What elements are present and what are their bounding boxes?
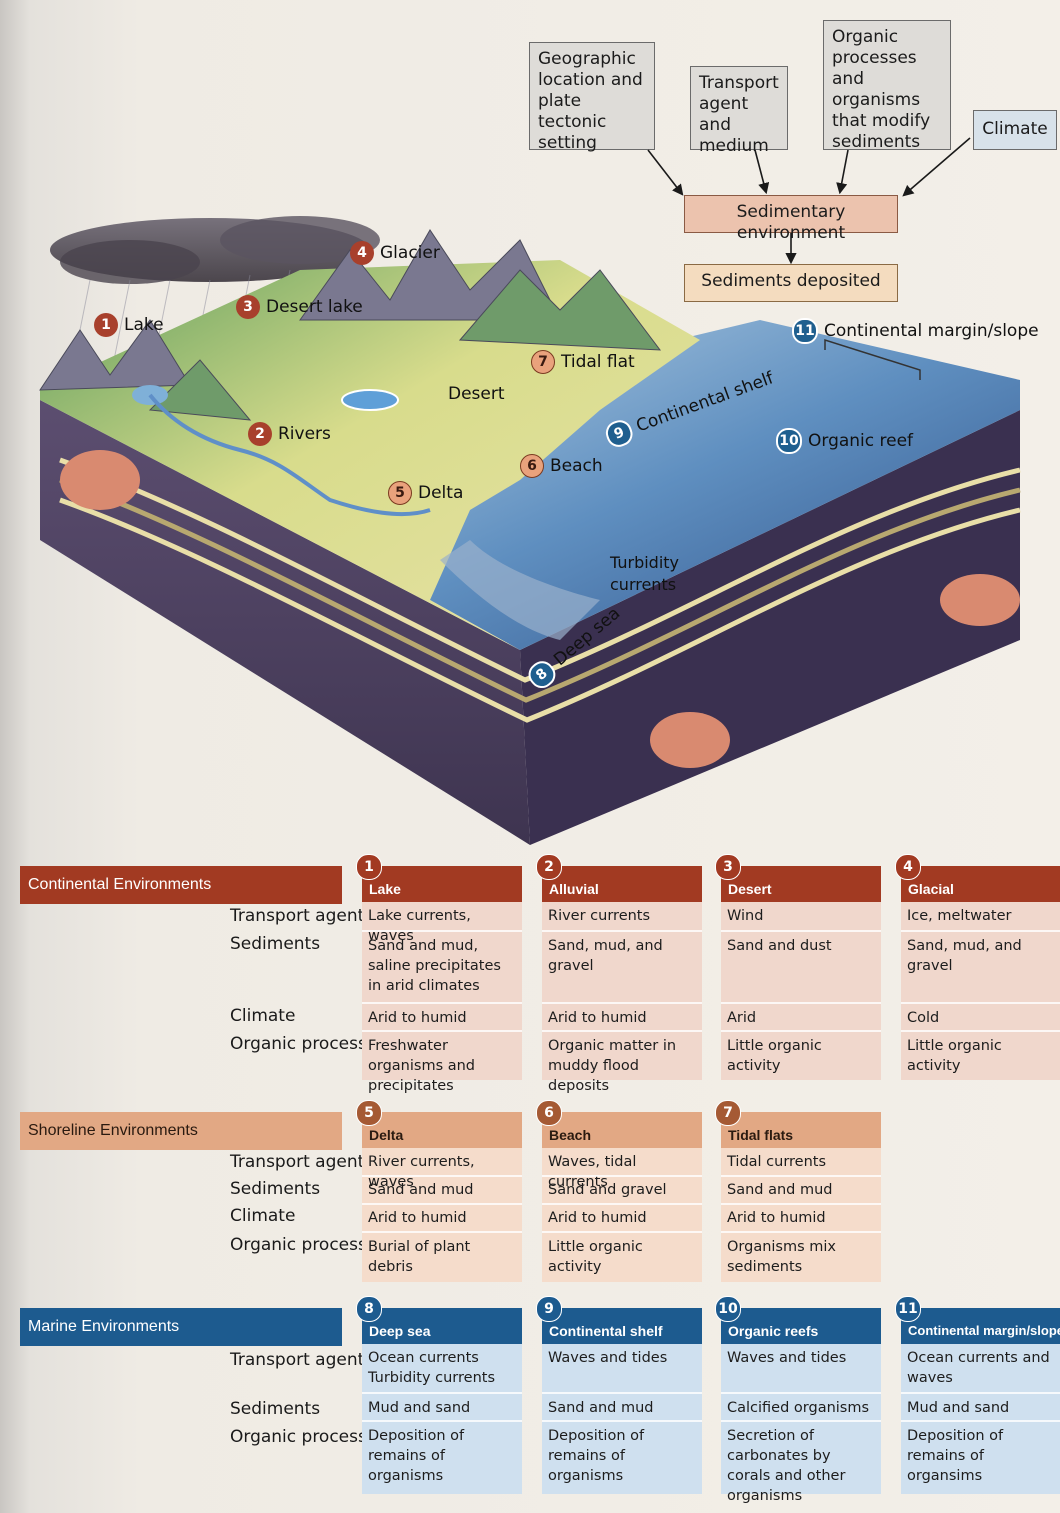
- continental-environments-table: Continental Environments Transport agent…: [0, 860, 1060, 1080]
- env-number-badge: 11: [895, 1296, 921, 1322]
- cell-climate: Arid to humid: [362, 1204, 522, 1232]
- column-organic-reefs: Organic reefs 10 Waves and tides Calcifi…: [721, 1308, 881, 1494]
- row-label: Transport agent: [230, 1152, 364, 1172]
- cell-sediments: Calcified organisms: [721, 1394, 881, 1422]
- label-delta: 5Delta: [388, 481, 463, 505]
- cell-transport: Ocean currents Turbidity currents: [362, 1344, 522, 1392]
- cell-sediments: Mud and sand: [362, 1394, 522, 1422]
- label-continental-margin: 11Continental margin/slope: [792, 318, 1039, 344]
- cell-climate: Cold: [901, 1004, 1060, 1032]
- label-lake: 1Lake: [94, 313, 164, 337]
- cell-sediments: Sand and mud: [542, 1394, 702, 1422]
- label-tidal-flat: 7Tidal flat: [531, 350, 635, 374]
- column-lake: Lake 1 Lake currents, waves Sand and mud…: [362, 866, 522, 1080]
- cell-sediments: Sand and mud, saline precipitates in ari…: [362, 932, 522, 1000]
- cell-organic: Little organic activity: [721, 1032, 881, 1080]
- env-number-badge: 9: [536, 1296, 562, 1322]
- cell-climate: Arid to humid: [542, 1204, 702, 1232]
- cell-transport: Tidal currents: [721, 1148, 881, 1176]
- cell-sediments: Sand and gravel: [542, 1176, 702, 1204]
- column-desert: Desert 3 Wind Sand and dust Arid Little …: [721, 866, 881, 1080]
- cell-transport: Waves and tides: [721, 1344, 881, 1372]
- cell-sediments: Sand, mud, and gravel: [901, 932, 1060, 980]
- column-header: Organic reefs: [721, 1308, 881, 1344]
- env-number-badge: 4: [895, 854, 921, 880]
- cell-transport: Ice, meltwater: [901, 902, 1060, 930]
- cell-climate: Arid to humid: [721, 1204, 881, 1232]
- shoreline-environments-table: Shoreline Environments Transport agent S…: [0, 1106, 1060, 1282]
- column-continental-shelf: Continental shelf 9 Waves and tides Sand…: [542, 1308, 702, 1494]
- column-glacial: Glacial 4 Ice, meltwater Sand, mud, and …: [901, 866, 1060, 1080]
- label-beach: 6Beach: [520, 454, 603, 478]
- column-header: Tidal flats: [721, 1112, 881, 1148]
- cell-sediments: Sand, mud, and gravel: [542, 932, 702, 980]
- cell-organic: Little organic activity: [542, 1233, 702, 1281]
- desert-lake: [342, 390, 398, 410]
- cell-sediments: Mud and sand: [901, 1394, 1060, 1422]
- row-label: Climate: [230, 1206, 295, 1226]
- cell-sediments: Sand and dust: [721, 932, 881, 960]
- column-tidal-flats: Tidal flats 7 Tidal currents Sand and mu…: [721, 1112, 881, 1282]
- cell-sediments: Sand and mud: [721, 1176, 881, 1204]
- column-delta: Delta 5 River currents, waves Sand and m…: [362, 1112, 522, 1282]
- cell-organic: Secretion of carbonates by corals and ot…: [721, 1422, 881, 1510]
- column-header: Desert: [721, 866, 881, 902]
- label-desert: Desert: [448, 384, 505, 404]
- cell-organic: Organic matter in muddy flood deposits: [542, 1032, 702, 1100]
- cell-sediments: Sand and mud: [362, 1176, 522, 1204]
- cell-organic: Deposition of remains of organsims: [901, 1422, 1060, 1490]
- sedimentary-environments-block-diagram: [0, 180, 1060, 850]
- shoreline-header: Shoreline Environments: [20, 1112, 342, 1150]
- column-alluvial: Alluvial 2 River currents Sand, mud, and…: [542, 866, 702, 1080]
- label-desert-lake: 3Desert lake: [236, 295, 363, 319]
- env-number-badge: 1: [356, 854, 382, 880]
- env-number-badge: 7: [715, 1100, 741, 1126]
- column-header: Beach: [542, 1112, 702, 1148]
- row-label: Climate: [230, 1006, 295, 1026]
- cell-climate: Arid to humid: [542, 1004, 702, 1032]
- column-header: Alluvial: [542, 866, 702, 902]
- row-label: Transport agent: [230, 1350, 364, 1370]
- label-turbidity-currents: Turbidity currents: [610, 552, 690, 596]
- cell-transport: Wind: [721, 902, 881, 930]
- label-glacier: 4Glacier: [350, 241, 440, 265]
- env-number-badge: 3: [715, 854, 741, 880]
- cell-transport: Waves and tides: [542, 1344, 702, 1372]
- row-label: Sediments: [230, 934, 320, 954]
- column-header: Delta: [362, 1112, 522, 1148]
- column-header: Glacial: [901, 866, 1060, 902]
- column-header: Lake: [362, 866, 522, 902]
- column-deep-sea: Deep sea 8 Ocean currents Turbidity curr…: [362, 1308, 522, 1494]
- env-number-badge: 2: [536, 854, 562, 880]
- cell-organic: Deposition of remains of organisms: [362, 1422, 522, 1490]
- cell-climate: Arid: [721, 1004, 881, 1032]
- column-continental-margin: Continental margin/slope 11 Ocean curren…: [901, 1308, 1060, 1494]
- row-label: Transport agent: [230, 906, 364, 926]
- row-label: Sediments: [230, 1399, 320, 1419]
- label-organic-reef: 10Organic reef: [776, 428, 913, 454]
- env-number-badge: 10: [715, 1296, 741, 1322]
- cell-organic: Organisms mix sediments: [721, 1233, 881, 1281]
- cell-transport: River currents: [542, 902, 702, 930]
- cell-organic: Little organic activity: [901, 1032, 1060, 1080]
- cell-organic: Deposition of remains of organisms: [542, 1422, 702, 1490]
- column-beach: Beach 6 Waves, tidal currents Sand and g…: [542, 1112, 702, 1282]
- continental-header: Continental Environments: [20, 866, 342, 904]
- cell-organic: Burial of plant debris: [362, 1233, 522, 1281]
- cell-climate: Arid to humid: [362, 1004, 522, 1032]
- marine-environments-table: Marine Environments Transport agent Sedi…: [0, 1302, 1060, 1502]
- env-number-badge: 6: [536, 1100, 562, 1126]
- column-header: Deep sea: [362, 1308, 522, 1344]
- cell-transport: Ocean currents and waves: [901, 1344, 1060, 1392]
- cell-organic: Freshwater organisms and precipitates: [362, 1032, 522, 1100]
- marine-header: Marine Environments: [20, 1308, 342, 1346]
- column-header: Continental margin/slope: [901, 1308, 1060, 1344]
- granite-body: [60, 450, 140, 510]
- row-label: Sediments: [230, 1179, 320, 1199]
- env-number-badge: 8: [356, 1296, 382, 1322]
- label-rivers: 2Rivers: [248, 422, 331, 446]
- column-header: Continental shelf: [542, 1308, 702, 1344]
- env-number-badge: 5: [356, 1100, 382, 1126]
